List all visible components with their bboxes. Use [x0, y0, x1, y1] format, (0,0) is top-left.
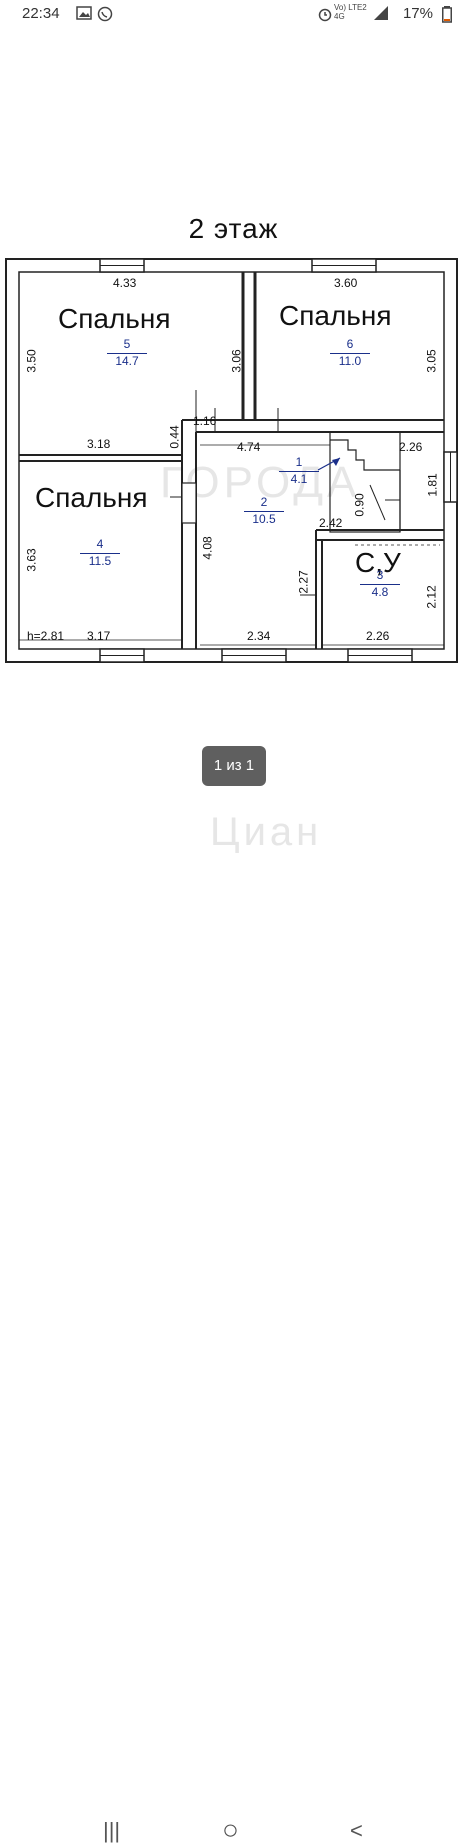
dim-mid-v1: 3.06	[229, 349, 244, 373]
room-1-area: 4.1	[279, 471, 319, 486]
dim-left-top: 3.50	[24, 349, 39, 373]
dim-474: 4.74	[237, 440, 261, 454]
battery-icon	[442, 6, 452, 23]
room-2-number: 2	[260, 495, 268, 509]
room-6-area: 11.0	[330, 353, 370, 368]
dim-226-top: 2.26	[399, 440, 423, 454]
system-nav-bar: ||| ○ <	[0, 900, 467, 1845]
floor-title: 2 этаж	[188, 213, 279, 244]
image-icon	[76, 6, 92, 20]
battery-percent: 17%	[402, 5, 433, 22]
room-6-number: 6	[346, 337, 354, 351]
dim-right-top: 3.05	[424, 349, 439, 373]
dim-top-left: 4.33	[113, 276, 137, 290]
alarm-icon	[318, 8, 332, 22]
room-6-label: Спальня	[279, 300, 392, 331]
room-3-label: С,У	[355, 547, 401, 578]
dim-116: 1.16	[193, 414, 217, 428]
room-3-area: 4.8	[360, 584, 400, 599]
room-2-area: 10.5	[244, 511, 284, 526]
room-3-number: 3	[376, 568, 384, 582]
dim-044: 0.44	[167, 425, 182, 449]
room-5-number: 5	[123, 337, 131, 351]
plan-walls	[5, 258, 458, 663]
dim-363: 3.63	[24, 548, 39, 572]
whatsapp-icon	[97, 6, 113, 22]
page-indicator: 1 из 1	[202, 746, 266, 786]
dim-bottom-317: 3.17	[87, 629, 111, 643]
dim-227: 2.27	[296, 570, 311, 594]
room-5-label: Спальня	[58, 303, 171, 334]
dim-bottom-226: 2.26	[366, 629, 390, 643]
dim-242: 2.42	[319, 516, 343, 530]
room-4-area: 11.5	[80, 553, 120, 568]
ceiling-height: h=2.81	[27, 629, 65, 643]
dim-408: 4.08	[200, 536, 215, 560]
clock: 22:34	[22, 5, 60, 22]
watermark-cian: Циан	[210, 810, 323, 854]
dim-bottom-234: 2.34	[247, 629, 271, 643]
room-4-label: Спальня	[35, 482, 148, 513]
dim-top-right: 3.60	[334, 276, 358, 290]
room-4-number: 4	[96, 537, 104, 551]
status-bar: 22:34 Vo) LTE2 4G 17%	[0, 0, 467, 28]
floor-plan: ГОРОДА Циан 2 этаж	[5, 213, 458, 854]
room-5-area: 14.7	[107, 353, 147, 368]
home-button[interactable]: ○	[222, 1814, 239, 1845]
back-button[interactable]: <	[350, 1818, 363, 1843]
dim-318: 3.18	[87, 437, 111, 451]
dim-212: 2.12	[424, 585, 439, 609]
recent-apps-button[interactable]: |||	[103, 1818, 121, 1843]
signal-icon	[374, 6, 388, 20]
network-label: Vo) LTE2 4G	[334, 3, 367, 21]
dim-090: 0.90	[352, 493, 367, 517]
dim-181: 1.81	[425, 473, 440, 497]
room-1-number: 1	[295, 455, 303, 469]
